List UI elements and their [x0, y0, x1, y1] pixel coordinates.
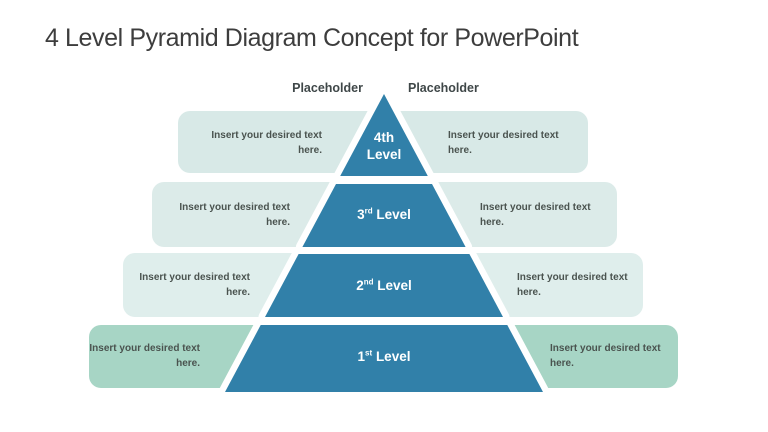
level-1-label-rest: Level: [375, 349, 411, 364]
level-3-right-text: Insert your desired text here.: [480, 202, 591, 228]
placeholder-label-right: Placeholder: [408, 81, 479, 95]
pyramid-segment-4th: [333, 87, 435, 183]
level-3-left-text: Insert your desired text here.: [179, 202, 290, 228]
level-3-ordinal-suffix: rd: [364, 206, 373, 216]
level-2-left-text: Insert your desired text here.: [139, 272, 250, 298]
level-4-right-text: Insert your desired text here.: [448, 130, 559, 156]
level-4-label-rest: Level: [366, 147, 402, 162]
level-2-right-text: Insert your desired text here.: [517, 272, 628, 298]
level-1-right-text: Insert your desired text here.: [550, 343, 661, 369]
level-2-ordinal: 2: [356, 278, 364, 293]
level-3-label: 3rd Level: [334, 206, 434, 223]
level-1-label: 1st Level: [334, 348, 434, 365]
level-2-ordinal-suffix: nd: [363, 277, 374, 287]
slide-title: 4 Level Pyramid Diagram Concept for Powe…: [45, 24, 579, 52]
pyramid-segment-1st: [218, 318, 550, 399]
level-1-ordinal: 1: [357, 349, 366, 364]
level-2-label: 2nd Level: [334, 277, 434, 294]
pyramid-segment-3rd: [295, 177, 473, 254]
level-4-ordinal: 4th: [373, 130, 395, 145]
level-3-ordinal: 3: [357, 207, 365, 222]
level-2-label-rest: Level: [377, 278, 412, 293]
level-4-left-text: Insert your desired text here.: [211, 130, 322, 156]
level-1-left-text: Insert your desired text here.: [89, 343, 200, 369]
pyramid-segment-2nd: [258, 247, 510, 324]
level-1-ordinal-suffix: st: [365, 348, 373, 358]
level-4-label: 4th Level: [334, 129, 434, 163]
level-3-label-rest: Level: [376, 207, 411, 222]
placeholder-label-left: Placeholder: [292, 81, 363, 95]
